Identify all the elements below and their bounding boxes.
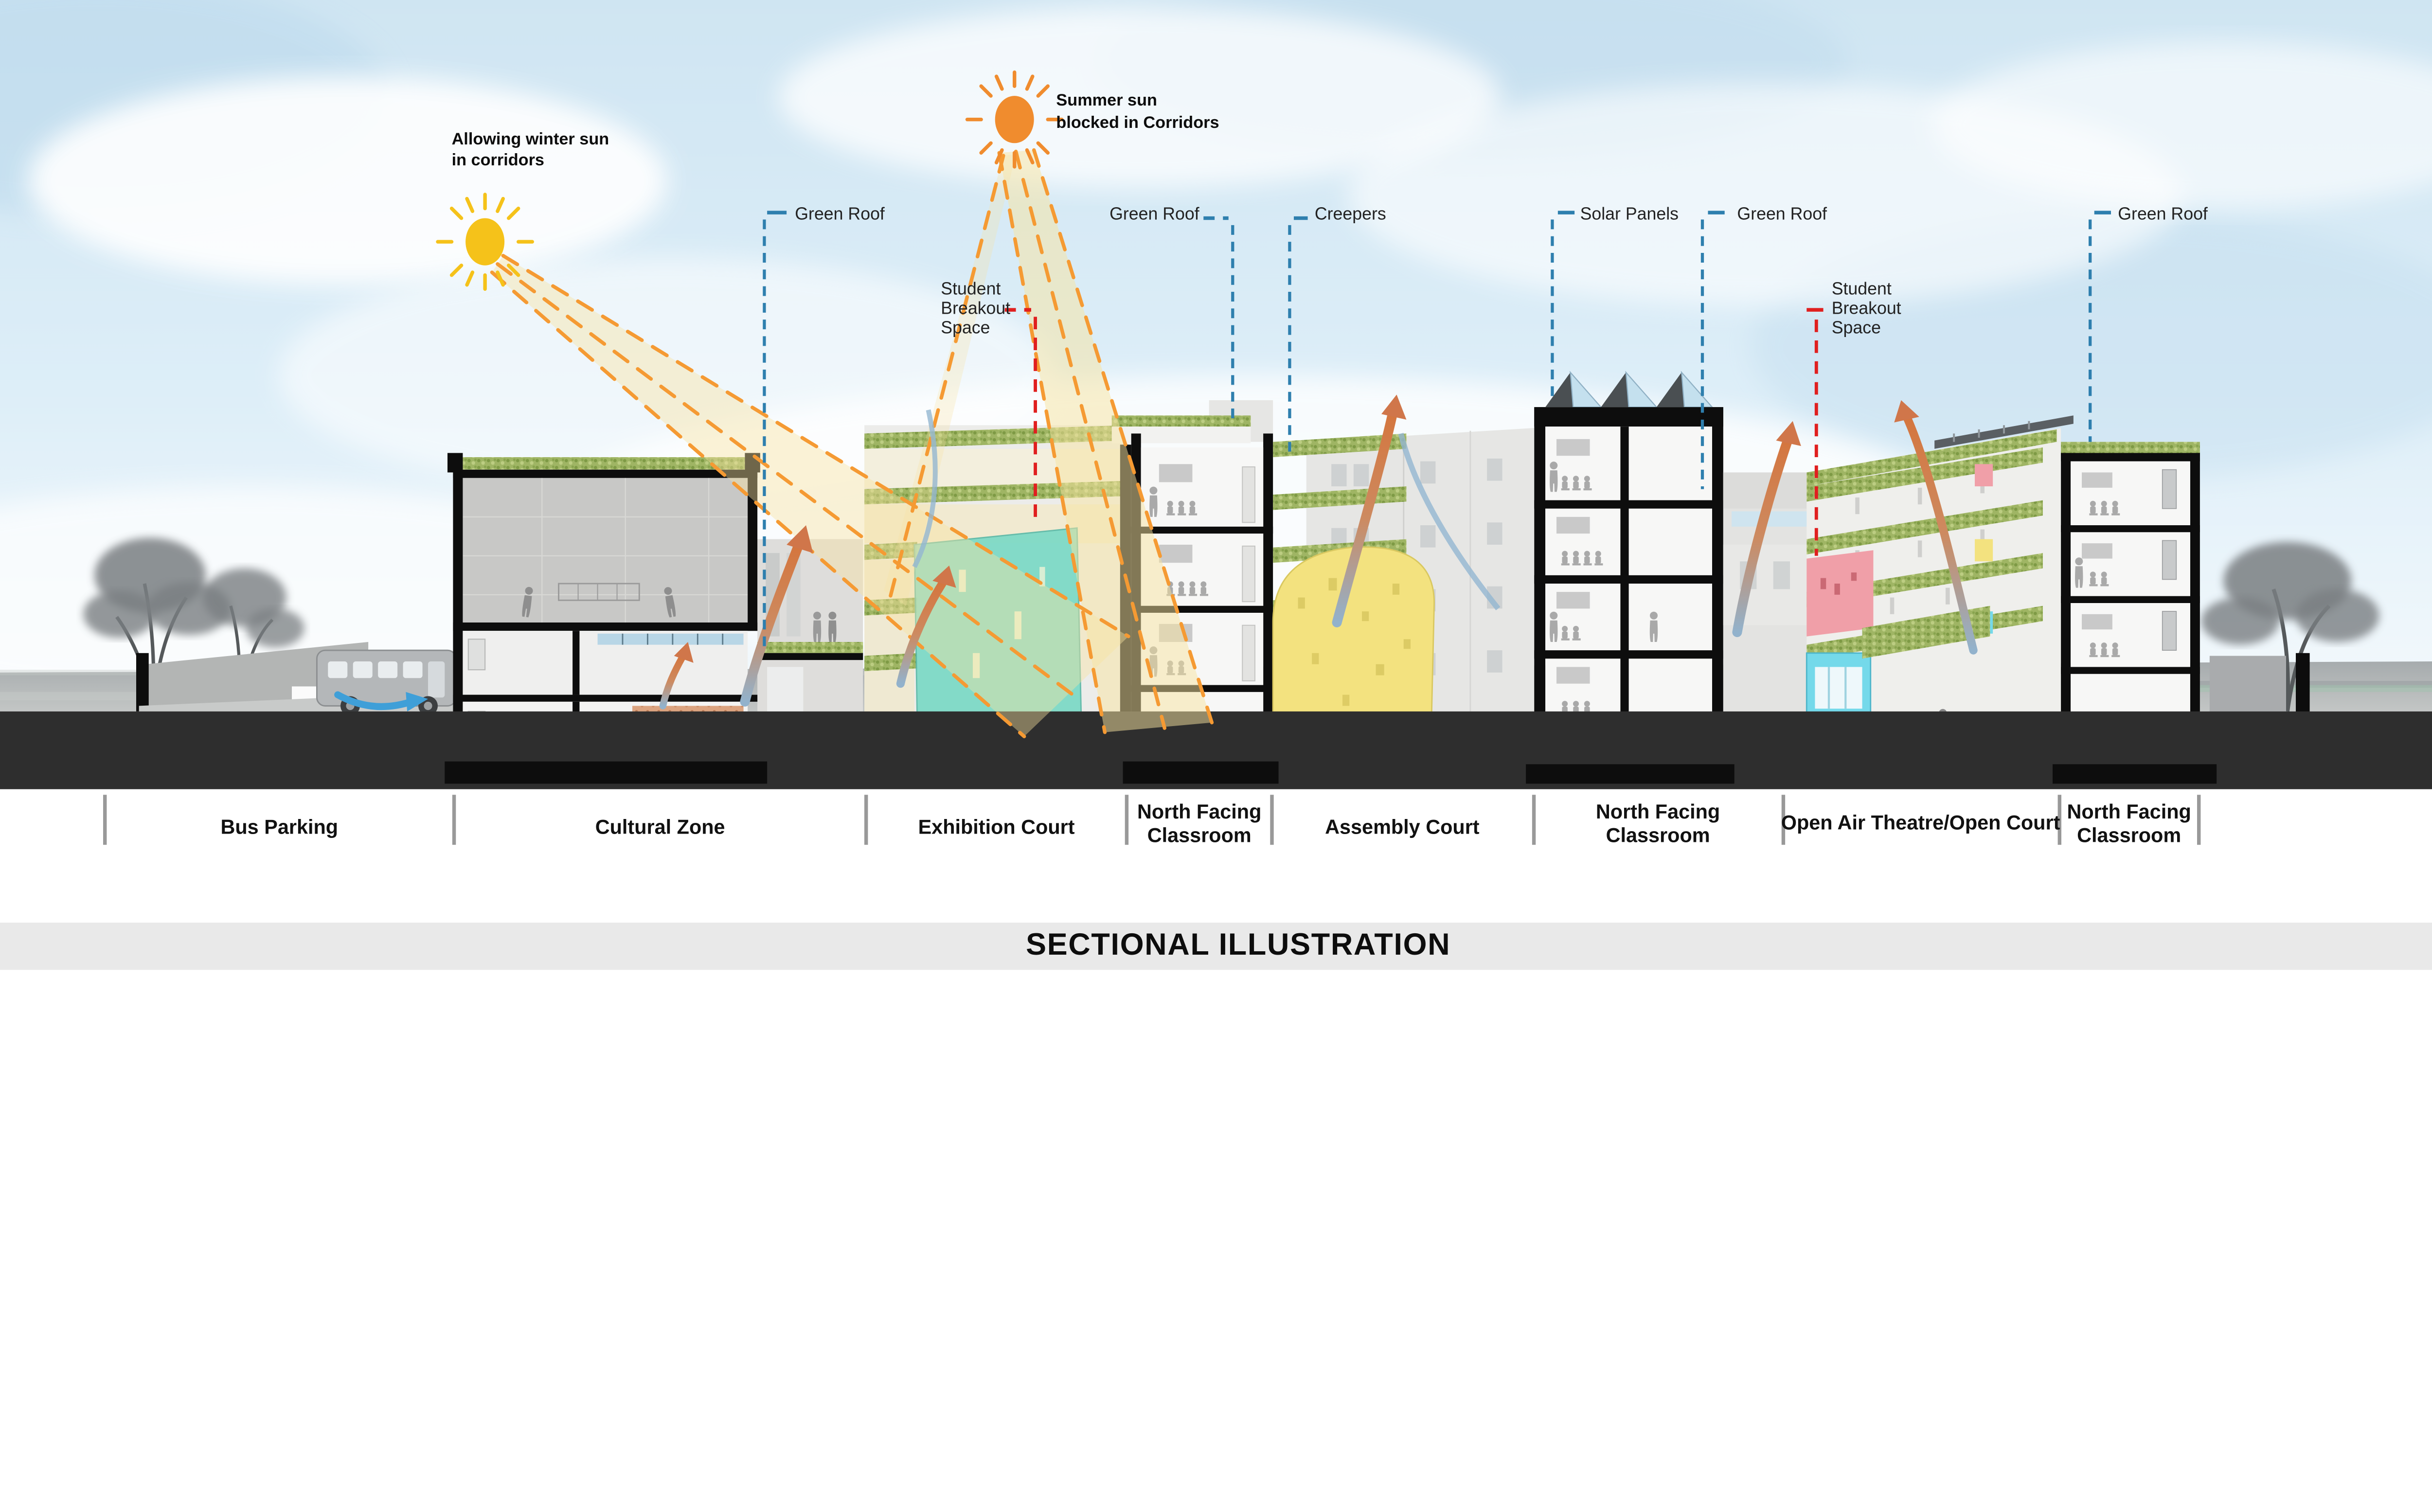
green-roof-label-2: Green Roof (1109, 204, 1199, 223)
svg-text:Breakout: Breakout (1832, 299, 1901, 318)
creepers-label: Creepers (1315, 204, 1386, 223)
zone-label-north-facing-classroom-1: North Facing Classroom (1137, 800, 1261, 847)
thermal-arrow-icon (1332, 409, 1397, 627)
svg-text:Space: Space (1832, 318, 1881, 338)
thermal-arrow-icon (1902, 412, 1978, 655)
winter-sun-label: Allowing winter sun (452, 130, 609, 148)
svg-text:Classroom: Classroom (1147, 824, 1252, 846)
page-title: SECTIONAL ILLUSTRATION (1026, 927, 1450, 961)
annotation-summer-sun: Summer sun blocked in Corridors (1056, 91, 1219, 132)
annotation-winter-sun: Allowing winter sun in corridors (452, 130, 609, 169)
blue-leaders (763, 211, 2111, 648)
zone-dividers (103, 795, 2201, 845)
sectional-illustration-page: Allowing winter sun in corridors Summer … (0, 0, 2432, 970)
green-roof-label-3: Green Roof (1737, 204, 1827, 223)
airflow-arrows (659, 394, 1978, 710)
svg-text:North Facing: North Facing (1596, 800, 1720, 823)
student-breakout-right: Student Breakout Space (1832, 279, 1901, 338)
svg-text:Student: Student (1832, 279, 1892, 299)
left-site (136, 642, 459, 716)
winter-sun-label: in corridors (452, 151, 544, 169)
svg-text:Classroom: Classroom (2077, 824, 2181, 846)
summer-sun-label: Summer sun (1056, 91, 1157, 109)
svg-text:Student: Student (941, 279, 1001, 299)
zone-label-north-facing-classroom-3: North Facing Classroom (2067, 800, 2191, 847)
sun-beams (490, 148, 1214, 738)
summer-sun-icon (965, 70, 1064, 169)
zone-label-bus-parking: Bus Parking (220, 816, 338, 838)
bus-entry-arrow-icon (334, 691, 428, 712)
tree-right (2201, 542, 2379, 712)
green-roof-label-4: Green Roof (2118, 204, 2208, 223)
cool-air-ribbon (912, 409, 938, 568)
svg-text:North Facing: North Facing (2067, 800, 2191, 823)
student-breakout-left: Student Breakout Space (941, 279, 1010, 338)
accent-pink-panel (1975, 464, 1993, 486)
svg-text:Breakout: Breakout (941, 299, 1010, 318)
solar-panels-label: Solar Panels (1580, 204, 1679, 223)
svg-text:Space: Space (941, 318, 990, 338)
tree-left (83, 537, 304, 709)
thermal-arrow-icon (1732, 437, 1792, 637)
svg-text:North Facing: North Facing (1137, 800, 1261, 823)
sky (0, 0, 2432, 712)
zone-label-band: Bus Parking Cultural Zone Exhibition Cou… (0, 789, 2432, 923)
sawtooth-solar-roof (1545, 371, 1714, 408)
zone-label-north-facing-classroom-2: North Facing Classroom (1596, 800, 1720, 847)
badminton-court (521, 583, 677, 618)
zone-label-cultural-zone: Cultural Zone (595, 816, 725, 838)
cool-air-ribbon (1398, 433, 1501, 610)
zone-label-open-air-theatre: Open Air Theatre/Open Court (1781, 812, 2060, 834)
zone-label-assembly-court: Assembly Court (1325, 816, 1480, 838)
red-leaders (1004, 308, 1824, 556)
illustration-canvas: Allowing winter sun in corridors Summer … (0, 0, 2432, 970)
winter-sun-icon (436, 193, 534, 291)
green-roof-label-1: Green Roof (795, 204, 885, 223)
title-band: SECTIONAL ILLUSTRATION (0, 923, 2432, 970)
summer-sun-label: blocked in Corridors (1056, 113, 1219, 132)
svg-text:Classroom: Classroom (1606, 824, 1710, 846)
thermal-arrow-icon (659, 654, 686, 710)
thermal-arrow-icon (740, 542, 803, 707)
accent-yellow-panel (1975, 539, 1993, 562)
thermal-arrow-icon (896, 579, 947, 688)
zone-label-exhibition-court: Exhibition Court (918, 816, 1075, 838)
